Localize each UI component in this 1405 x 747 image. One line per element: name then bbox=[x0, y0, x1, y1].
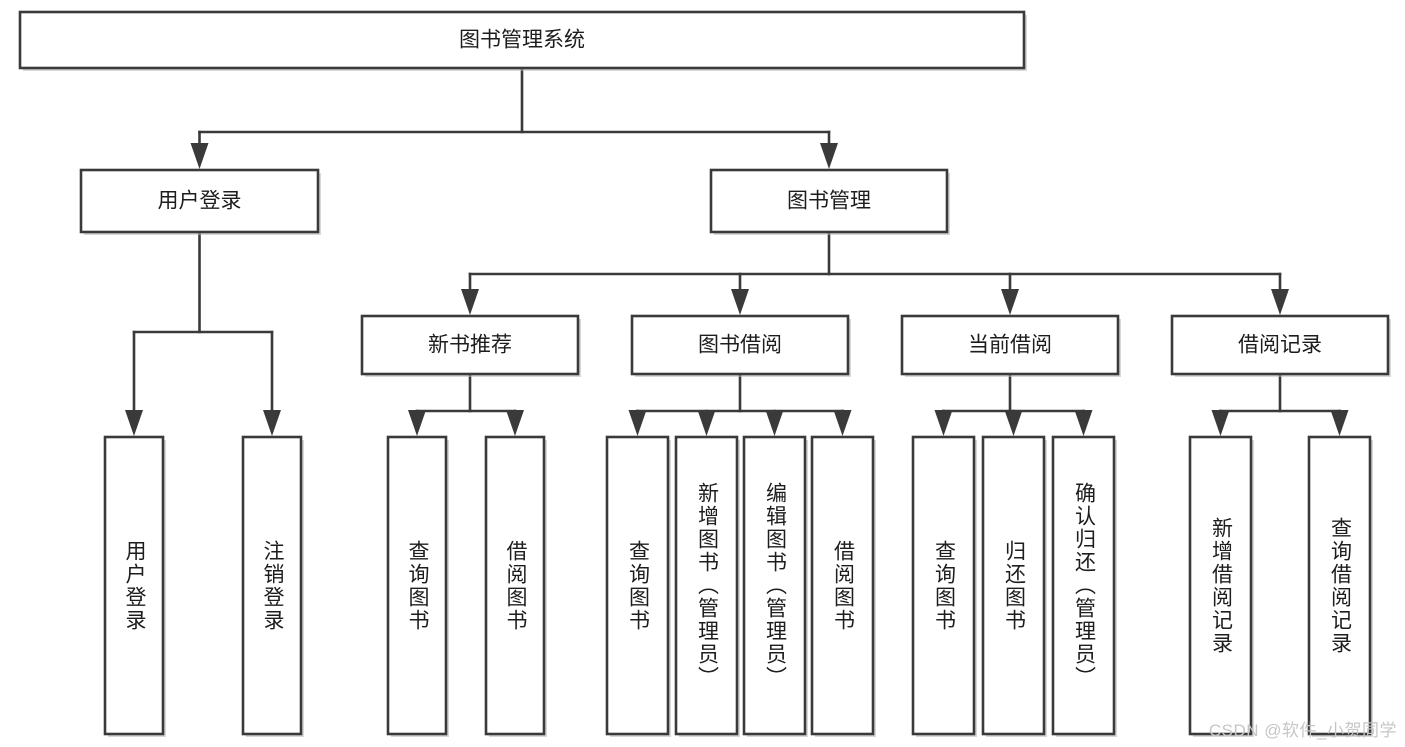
node-box-leaf-return-book[interactable] bbox=[981, 435, 1046, 736]
node-box-leaf-confirm-return[interactable] bbox=[1051, 435, 1116, 736]
node-box-leaf-user-logout[interactable] bbox=[241, 435, 303, 736]
node-box-leaf-add-book[interactable] bbox=[674, 435, 739, 736]
node-box-leaf-add-record[interactable] bbox=[1188, 435, 1253, 736]
node-box-leaf-borrow-book-2[interactable] bbox=[810, 435, 875, 736]
node-box-leaf-query-book-1[interactable] bbox=[386, 435, 448, 736]
node-label-new-book-rec: 新书推荐 bbox=[428, 334, 512, 357]
arrow-head-icon bbox=[1211, 410, 1230, 436]
node-box-root[interactable] bbox=[18, 10, 1026, 70]
node-label-root: 图书管理系统 bbox=[459, 29, 585, 52]
connector-layer bbox=[125, 66, 1349, 436]
node-label-book-manage: 图书管理 bbox=[787, 190, 871, 213]
node-label-borrow-record: 借阅记录 bbox=[1238, 334, 1322, 357]
node-label-current-borrow: 当前借阅 bbox=[968, 334, 1052, 357]
arrow-head-icon bbox=[1001, 289, 1019, 315]
node-box-leaf-query-record[interactable] bbox=[1307, 435, 1372, 736]
node-box-user-login[interactable] bbox=[79, 168, 320, 234]
node-box-current-borrow[interactable] bbox=[900, 314, 1120, 376]
arrow-head-icon bbox=[697, 410, 716, 436]
node-label-book-borrow: 图书借阅 bbox=[698, 334, 782, 357]
arrow-head-icon bbox=[934, 410, 953, 436]
node-box-leaf-edit-book[interactable] bbox=[742, 435, 807, 736]
node-box-new-book-rec[interactable] bbox=[360, 314, 580, 376]
arrow-head-icon bbox=[506, 410, 524, 436]
arrow-head-icon bbox=[461, 289, 479, 315]
node-box-layer bbox=[18, 10, 1391, 737]
arrow-head-icon bbox=[628, 410, 647, 436]
node-box-borrow-record[interactable] bbox=[1170, 314, 1390, 376]
node-label-user-login: 用户登录 bbox=[158, 190, 242, 213]
node-box-leaf-query-book-3[interactable] bbox=[911, 435, 976, 736]
arrow-head-icon bbox=[1330, 410, 1349, 436]
csdn-watermark: CSDN @软件_小贺同学 bbox=[1208, 721, 1397, 740]
arrow-head-icon bbox=[408, 410, 426, 436]
arrow-head-icon bbox=[833, 410, 852, 436]
node-box-book-borrow[interactable] bbox=[630, 314, 850, 376]
node-box-book-manage[interactable] bbox=[709, 168, 949, 234]
node-box-leaf-borrow-book-1[interactable] bbox=[484, 435, 546, 736]
arrow-head-icon bbox=[765, 410, 784, 436]
arrow-head-icon bbox=[190, 143, 209, 169]
arrow-head-icon bbox=[125, 410, 143, 436]
node-box-leaf-query-book-2[interactable] bbox=[605, 435, 670, 736]
arrow-head-icon bbox=[731, 289, 749, 315]
arrow-head-icon bbox=[1074, 410, 1093, 436]
arrow-head-icon bbox=[1004, 410, 1023, 436]
arrow-head-icon bbox=[820, 143, 838, 169]
arrow-head-icon bbox=[1271, 289, 1289, 315]
arrow-head-icon bbox=[263, 410, 281, 436]
node-box-leaf-user-login[interactable] bbox=[103, 435, 165, 736]
